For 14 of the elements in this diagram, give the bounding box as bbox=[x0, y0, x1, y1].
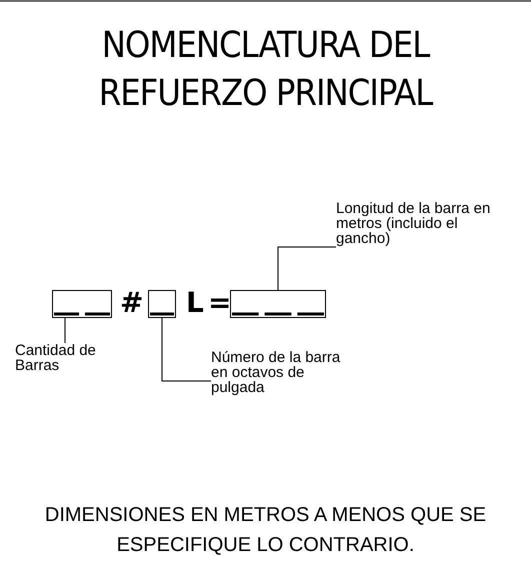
leader-line bbox=[64, 318, 66, 344]
callout-text: Número de la barra en octavos de pulgada bbox=[211, 350, 342, 395]
leader-line bbox=[162, 318, 212, 382]
operator-symbol: L bbox=[186, 288, 204, 318]
callout-text: Cantidad de Barras bbox=[15, 343, 97, 373]
diagram-title: NOMENCLATURA DEL REFUERZO PRINCIPAL bbox=[98, 24, 434, 116]
operator-symbol: = bbox=[208, 288, 232, 318]
operator-symbol: # bbox=[120, 288, 144, 318]
callout-text: Longitud de la barra en metros (incluido el gancho) bbox=[336, 201, 492, 246]
leader-line bbox=[278, 246, 336, 290]
blank-box bbox=[148, 290, 176, 318]
blank-box bbox=[52, 290, 112, 318]
note-text: DIMENSIONES EN METROS A MENOS QUE SE ESPECIFIQUE LO CONTRARIO. bbox=[44, 503, 488, 558]
blank-box bbox=[230, 290, 326, 318]
